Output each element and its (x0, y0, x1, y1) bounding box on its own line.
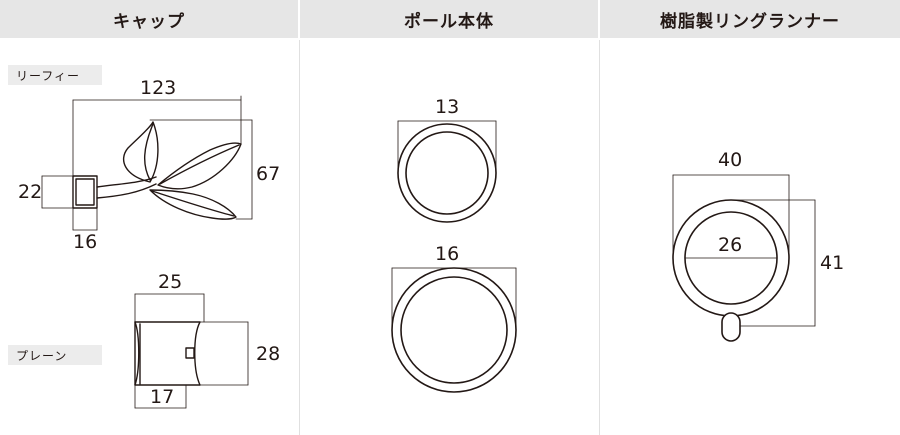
pole-large-label: 16 (435, 243, 460, 265)
runner-inner-label: 26 (718, 234, 743, 256)
runner-outer-label: 40 (718, 149, 743, 171)
leafy-base-height-label: 22 (18, 181, 43, 203)
column-divider (299, 40, 300, 435)
plain-label: プレーン (8, 345, 102, 365)
header-runner: 樹脂製リングランナー (600, 0, 900, 38)
plain-height-label: 28 (256, 343, 281, 365)
plain-width-label: 25 (158, 271, 183, 293)
leafy-height-label: 67 (256, 163, 281, 185)
ring-runner-drawing (672, 199, 790, 342)
leafy-cap-drawing (72, 121, 242, 220)
pole-16-drawing (391, 267, 517, 393)
leafy-width-label: 123 (140, 77, 177, 99)
plain-cap-drawing (134, 321, 201, 386)
pole-13-drawing (397, 123, 497, 223)
runner-height-label: 41 (820, 252, 845, 274)
column-divider (599, 40, 600, 435)
pole-small-label: 13 (435, 96, 460, 118)
leafy-base-width-label: 16 (73, 231, 98, 253)
header-pole: ポール本体 (300, 0, 598, 38)
leafy-label: リーフィー (8, 65, 102, 85)
header-cap: キャップ (0, 0, 298, 38)
plain-base-width-label: 17 (150, 386, 175, 408)
